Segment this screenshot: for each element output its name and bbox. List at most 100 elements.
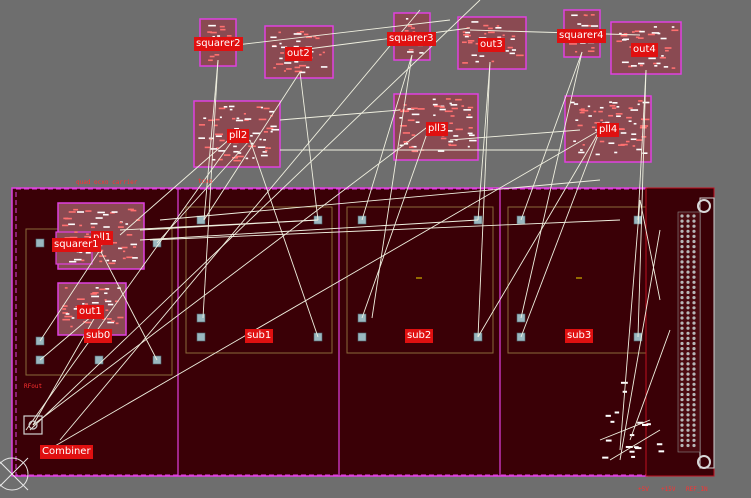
component-footprint xyxy=(218,107,226,110)
connector-pin xyxy=(686,260,690,264)
component-footprint xyxy=(62,312,69,314)
pll3-label[interactable]: pll3 xyxy=(426,122,449,136)
ratsnest-wire xyxy=(449,129,581,141)
rfout-label: RFout xyxy=(24,383,43,390)
component-footprint xyxy=(411,150,418,152)
connector-pin xyxy=(686,443,690,448)
component-footprint xyxy=(408,48,414,51)
component-footprint xyxy=(99,288,106,291)
out2-label[interactable]: out2 xyxy=(285,47,312,61)
ratsnest-wire xyxy=(609,429,661,461)
component-footprint xyxy=(407,108,415,110)
component-footprint xyxy=(484,32,487,35)
component-footprint xyxy=(263,107,270,110)
component-footprint xyxy=(85,252,91,254)
component-footprint xyxy=(106,318,112,320)
connector-pin xyxy=(680,336,684,340)
connector-pin xyxy=(680,255,684,259)
sub3-label[interactable]: sub3 xyxy=(565,329,594,343)
component-footprint xyxy=(105,300,112,303)
component-footprint xyxy=(82,302,85,305)
ratsnest-wire xyxy=(159,179,601,221)
pll4-label[interactable]: pll4 xyxy=(597,123,620,137)
component-footprint xyxy=(445,130,453,132)
component-footprint xyxy=(64,237,71,239)
component-footprint xyxy=(467,41,473,44)
out4-label[interactable]: out4 xyxy=(631,43,658,57)
component-footprint xyxy=(399,117,403,119)
out1-label[interactable]: out1 xyxy=(77,305,104,319)
combiner-footprint[interactable] xyxy=(23,415,43,435)
connector-pin xyxy=(692,285,696,289)
component-footprint xyxy=(417,108,425,110)
ratsnest-wire xyxy=(139,219,479,241)
squarer2-label[interactable]: squarer2 xyxy=(194,37,243,51)
sub0-label[interactable]: sub0 xyxy=(84,329,113,343)
connector-pin xyxy=(686,387,690,391)
component-footprint xyxy=(614,411,620,414)
component-footprint xyxy=(661,55,664,57)
component-footprint xyxy=(217,35,221,37)
component-footprint xyxy=(296,40,301,43)
ratsnest-wire xyxy=(235,19,451,46)
pll2-label[interactable]: pll2 xyxy=(227,129,250,143)
component-footprint xyxy=(584,14,588,17)
component-footprint xyxy=(236,117,240,120)
component-footprint xyxy=(449,122,453,125)
squarer4-label[interactable]: squarer4 xyxy=(557,29,606,43)
component-footprint xyxy=(299,71,306,74)
component-footprint xyxy=(623,33,628,35)
component-footprint xyxy=(122,250,126,253)
component-footprint xyxy=(510,38,515,40)
sub2-label[interactable]: sub2 xyxy=(405,329,434,343)
ratsnest-wire xyxy=(637,69,647,221)
component-footprint xyxy=(210,31,217,34)
component-footprint xyxy=(638,62,645,65)
connector-pin xyxy=(692,275,696,279)
component-footprint xyxy=(636,139,643,141)
connector-pin xyxy=(686,239,690,244)
squarer3-label[interactable]: squarer3 xyxy=(387,32,436,46)
component-footprint xyxy=(115,322,119,325)
component-footprint xyxy=(403,141,410,143)
connector-label-15v: +15V xyxy=(661,486,676,493)
component-footprint xyxy=(639,64,643,67)
connector-pin xyxy=(686,438,690,442)
component-footprint xyxy=(117,226,124,228)
component-footprint xyxy=(488,31,495,34)
component-footprint xyxy=(252,157,255,159)
component-footprint xyxy=(630,65,637,67)
component-footprint xyxy=(628,120,632,123)
component-footprint xyxy=(103,226,110,228)
component-footprint xyxy=(634,30,641,33)
component-footprint xyxy=(502,34,505,37)
component-footprint xyxy=(260,106,264,109)
connector-label-refin: REF_IN xyxy=(686,486,708,493)
component-footprint xyxy=(665,49,669,52)
squarer1-label[interactable]: squarer1 xyxy=(52,238,101,252)
sub1-label[interactable]: sub1 xyxy=(245,329,274,343)
component-footprint xyxy=(111,211,118,213)
connector-pin xyxy=(680,423,684,427)
component-footprint xyxy=(271,128,280,131)
component-footprint xyxy=(208,59,213,62)
ratsnest-wire xyxy=(599,419,651,441)
component-footprint xyxy=(296,32,301,34)
component-footprint xyxy=(415,121,420,124)
component-footprint xyxy=(571,14,578,17)
sub1-footprint[interactable] xyxy=(185,206,333,354)
connector-pin xyxy=(692,280,696,284)
component-footprint xyxy=(491,60,495,63)
sub2-footprint[interactable] xyxy=(346,206,494,354)
component-footprint xyxy=(104,292,108,295)
component-footprint xyxy=(73,208,79,211)
connector-pin xyxy=(692,377,696,381)
component-footprint xyxy=(244,119,249,121)
component-footprint xyxy=(620,34,628,37)
component-footprint xyxy=(632,145,636,147)
component-footprints xyxy=(62,14,679,459)
combiner-label[interactable]: Combiner xyxy=(40,445,93,459)
component-footprint xyxy=(605,414,611,417)
out3-label[interactable]: out3 xyxy=(478,38,505,52)
